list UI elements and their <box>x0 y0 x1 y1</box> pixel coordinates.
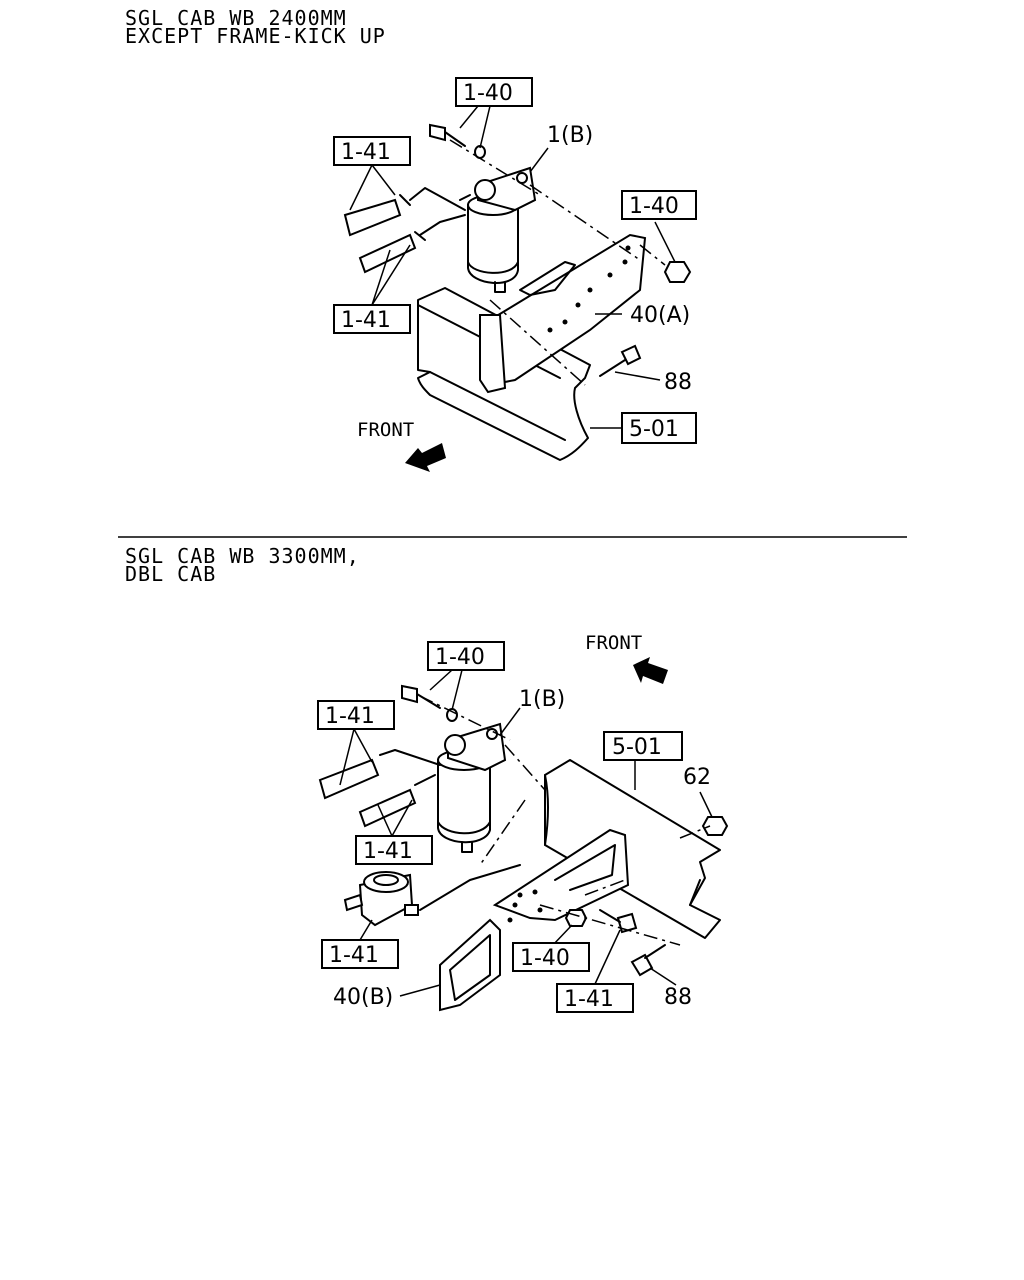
label-5-01-2: 5-01 <box>612 735 662 760</box>
bolt-88-2 <box>630 944 666 977</box>
label-1-40-bottom: 1-40 <box>520 946 570 971</box>
bracket-40b <box>439 828 630 1012</box>
label-1-41-pump: 1-41 <box>329 943 379 968</box>
label-1-40-top-2: 1-40 <box>435 645 485 670</box>
label-1-41-mid: 1-41 <box>363 839 413 864</box>
bolt-88-1 <box>599 344 642 377</box>
nut-1-40-lower <box>564 909 588 927</box>
label-part-40b: 40(B) <box>333 985 393 1010</box>
label-part-62: 62 <box>683 765 711 790</box>
bolt-washer-2 <box>401 684 458 722</box>
label-part-40a: 40(A) <box>630 303 690 328</box>
label-part-88-2: 88 <box>664 985 692 1010</box>
bolt-washer-1 <box>429 123 486 159</box>
section1-heading-line2: EXCEPT FRAME-KICK UP <box>125 24 386 48</box>
label-5-01: 5-01 <box>629 417 679 442</box>
bolt-1-41-lower <box>599 909 638 934</box>
ref-box-1-40-bottom <box>512 942 590 972</box>
section1-heading-line1: SGL CAB WB 2400MM <box>125 6 347 30</box>
ref-box-1-41-mid <box>355 835 433 865</box>
ref-box-1-41-bottom <box>556 983 634 1013</box>
front-arrow-1 <box>405 443 446 472</box>
ref-box-1-41-upper-2 <box>317 700 395 730</box>
priming-pump <box>343 864 521 927</box>
front-label-1: FRONT <box>357 419 414 441</box>
ref-box-1-41-lower <box>333 304 411 334</box>
label-1-41-bottom: 1-41 <box>564 987 614 1012</box>
label-part-1b-2: 1(B) <box>519 687 565 712</box>
nut-62 <box>701 816 729 836</box>
label-1-41-upper: 1-41 <box>341 140 391 165</box>
ref-box-1-40-top <box>455 77 533 107</box>
bracket-40a <box>479 233 647 394</box>
section2-diagram: 1-40 1-41 1(B) 5-01 62 1-41 1-41 1-40 1-… <box>317 632 729 1013</box>
label-part-1b: 1(B) <box>547 123 593 148</box>
fuel-filter-1b-2 <box>437 722 507 853</box>
ref-box-1-41-pump <box>321 939 399 969</box>
section2-heading-line2: DBL CAB <box>125 562 217 586</box>
ref-box-1-41-upper <box>333 136 411 166</box>
fuel-hoses-1 <box>343 187 466 274</box>
front-arrow-2 <box>633 657 668 684</box>
ref-box-5-01 <box>621 412 697 444</box>
label-1-40-top: 1-40 <box>463 81 513 106</box>
ref-box-1-40-right <box>621 190 697 220</box>
ref-box-5-01-2 <box>603 731 683 761</box>
label-1-40-right: 1-40 <box>629 194 679 219</box>
section2-heading-line1: SGL CAB WB 3300MM, <box>125 544 360 568</box>
nut-1 <box>663 261 692 283</box>
section1-diagram: 1-40 1-41 1(B) 1-40 1-41 40(A) 88 5-01 F… <box>333 77 697 472</box>
label-1-41-upper-2: 1-41 <box>325 704 375 729</box>
fuel-hoses-2 <box>318 749 441 828</box>
front-label-2: FRONT <box>585 632 642 654</box>
label-part-88: 88 <box>664 370 692 395</box>
label-1-41-lower: 1-41 <box>341 308 391 333</box>
fuel-filter-1b <box>459 166 537 293</box>
frame-rail-2 <box>544 759 721 939</box>
ref-box-1-40-top-2 <box>427 641 505 671</box>
